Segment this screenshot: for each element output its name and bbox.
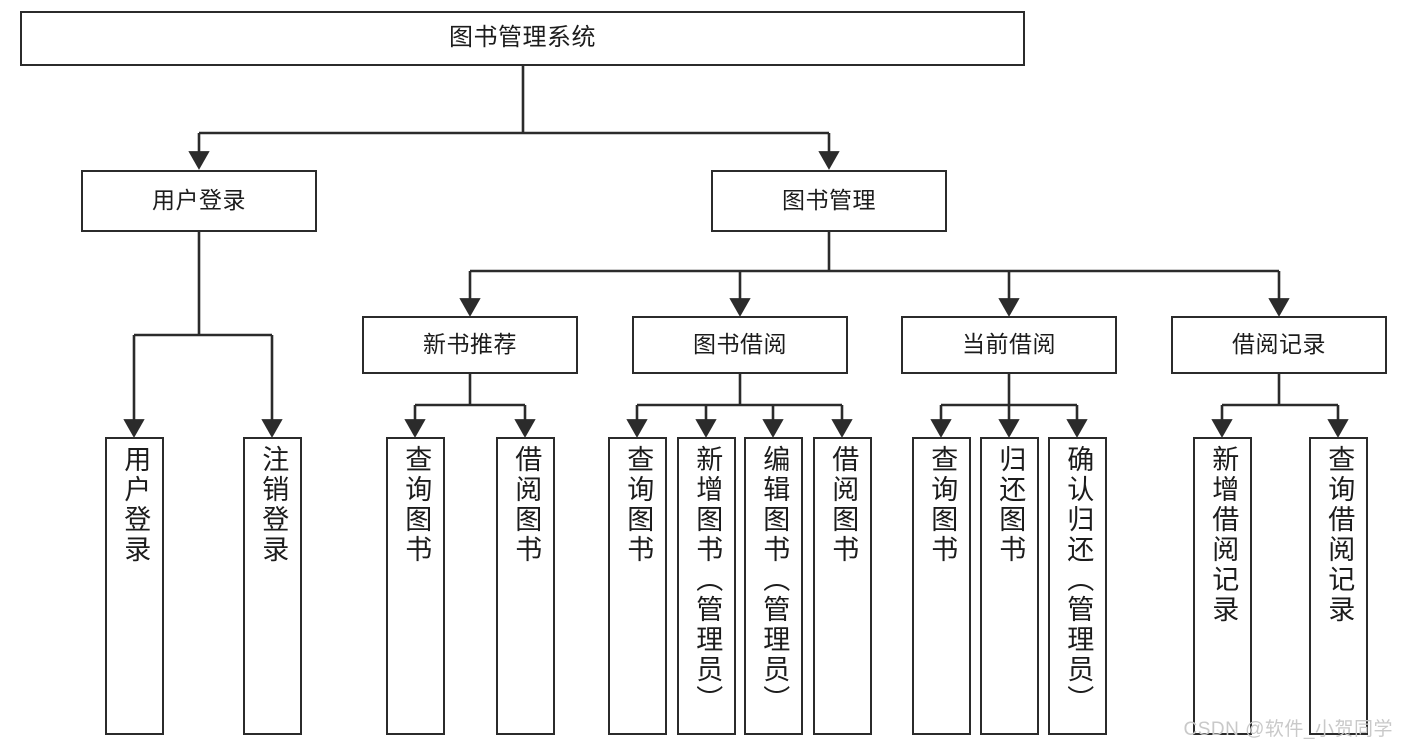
node-leaf-logout[interactable]: 注销登录	[243, 437, 302, 735]
node-leaf-borrow-book[interactable]: 借阅图书	[813, 437, 872, 735]
node-label: 注销登录	[258, 445, 289, 565]
node-label: 新增图书（管理员）	[692, 445, 723, 715]
node-new-book-recommend[interactable]: 新书推荐	[362, 316, 578, 374]
node-label: 借阅记录	[1232, 331, 1326, 358]
node-current-borrow[interactable]: 当前借阅	[901, 316, 1117, 374]
node-leaf-query-book-borrow[interactable]: 查询图书	[608, 437, 667, 735]
node-label: 借阅图书	[511, 445, 542, 565]
node-label: 查询图书	[401, 445, 432, 565]
node-leaf-confirm-return-admin[interactable]: 确认归还（管理员）	[1048, 437, 1107, 735]
node-label: 新增借阅记录	[1208, 445, 1239, 625]
node-borrow-record[interactable]: 借阅记录	[1171, 316, 1387, 374]
node-label: 确认归还（管理员）	[1063, 445, 1094, 715]
node-label: 用户登录	[152, 187, 246, 214]
node-root-system[interactable]: 图书管理系统	[20, 11, 1025, 66]
node-label: 当前借阅	[962, 331, 1056, 358]
node-leaf-add-borrow-record[interactable]: 新增借阅记录	[1193, 437, 1252, 735]
node-leaf-query-book-newbook[interactable]: 查询图书	[386, 437, 445, 735]
node-book-management[interactable]: 图书管理	[711, 170, 947, 232]
node-leaf-add-book-admin[interactable]: 新增图书（管理员）	[677, 437, 736, 735]
node-user-login[interactable]: 用户登录	[81, 170, 317, 232]
node-label: 图书借阅	[693, 331, 787, 358]
node-leaf-return-book[interactable]: 归还图书	[980, 437, 1039, 735]
node-leaf-user-login[interactable]: 用户登录	[105, 437, 164, 735]
node-label: 编辑图书（管理员）	[759, 445, 790, 715]
node-leaf-query-borrow-record[interactable]: 查询借阅记录	[1309, 437, 1368, 735]
node-label: 借阅图书	[828, 445, 859, 565]
node-label: 用户登录	[120, 445, 151, 565]
node-label: 归还图书	[995, 445, 1026, 565]
node-leaf-borrow-book-newbook[interactable]: 借阅图书	[496, 437, 555, 735]
node-label: 查询图书	[623, 445, 654, 565]
node-label: 新书推荐	[423, 331, 517, 358]
node-book-borrow[interactable]: 图书借阅	[632, 316, 848, 374]
node-leaf-query-book-current[interactable]: 查询图书	[912, 437, 971, 735]
node-label: 查询图书	[927, 445, 958, 565]
node-label: 图书管理	[782, 187, 876, 214]
node-leaf-edit-book-admin[interactable]: 编辑图书（管理员）	[744, 437, 803, 735]
node-label: 图书管理系统	[449, 24, 596, 52]
node-label: 查询借阅记录	[1324, 445, 1355, 625]
